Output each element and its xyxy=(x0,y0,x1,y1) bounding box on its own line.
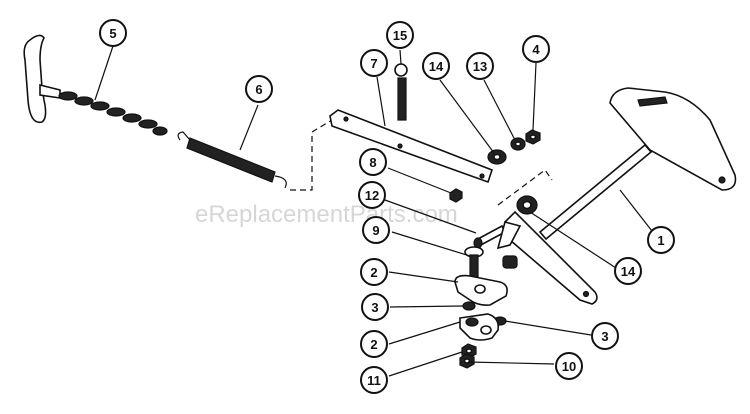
callout-10-label: 10 xyxy=(562,359,576,374)
callout-2-upper: 2 xyxy=(360,258,388,286)
nut-11-part xyxy=(461,343,477,359)
callout-15-label: 15 xyxy=(393,28,407,43)
callout-11-label: 11 xyxy=(367,373,381,388)
nut-4-part xyxy=(525,129,541,145)
callout-8: 8 xyxy=(359,148,387,176)
callout-2-lower-label: 2 xyxy=(370,337,377,352)
washer-14-lower-part xyxy=(516,195,538,215)
callout-7-label: 7 xyxy=(370,56,377,71)
callout-13: 13 xyxy=(466,52,494,80)
washer-3-left-part xyxy=(462,301,476,311)
washer-13-part xyxy=(510,137,526,151)
bracket-arm-part xyxy=(496,210,598,305)
callout-9-label: 9 xyxy=(372,223,379,238)
watermark: eReplacementParts.com xyxy=(195,201,458,228)
t-handle-chain-part xyxy=(23,34,168,136)
callout-13-label: 13 xyxy=(473,59,487,74)
clamp-2-lower-part xyxy=(459,313,500,341)
nut-8-part xyxy=(449,188,463,203)
callout-10: 10 xyxy=(555,352,583,380)
callout-14-top: 14 xyxy=(422,52,450,80)
nut-10-part xyxy=(459,353,475,369)
callout-4: 4 xyxy=(522,35,550,63)
callout-3-right-label: 3 xyxy=(601,329,608,344)
callout-1: 1 xyxy=(647,226,675,254)
carriage-bolt-9-part xyxy=(464,246,484,278)
callout-2-lower: 2 xyxy=(360,330,388,358)
callout-14-top-label: 14 xyxy=(429,59,444,74)
callout-6-label: 6 xyxy=(255,82,262,97)
callout-14-lower: 14 xyxy=(614,257,642,285)
spring-part xyxy=(177,131,287,189)
callout-14-lower-label: 14 xyxy=(621,264,636,279)
callout-8-label: 8 xyxy=(369,155,376,170)
callout-12: 12 xyxy=(358,181,386,209)
callout-7: 7 xyxy=(360,49,388,77)
callout-3-left-label: 3 xyxy=(371,300,378,315)
callout-12-label: 12 xyxy=(365,188,379,203)
callout-4-label: 4 xyxy=(532,42,540,57)
shaft-plate-part xyxy=(538,87,737,241)
callout-15: 15 xyxy=(386,21,414,49)
clamp-2-upper-part xyxy=(454,274,508,306)
callout-5-label: 5 xyxy=(109,26,116,41)
callout-6: 6 xyxy=(245,75,273,103)
connection-dashed-line xyxy=(290,119,333,191)
callout-3-left: 3 xyxy=(361,293,389,321)
callout-5: 5 xyxy=(99,19,127,47)
callout-3-right: 3 xyxy=(591,322,619,350)
callout-2-upper-label: 2 xyxy=(370,265,377,280)
callout-9: 9 xyxy=(362,216,390,244)
pin-part xyxy=(394,63,408,121)
callout-1-label: 1 xyxy=(657,233,664,248)
flat-bar-part xyxy=(329,109,493,184)
washer-14-top-part xyxy=(487,149,507,165)
callout-11: 11 xyxy=(360,366,388,394)
